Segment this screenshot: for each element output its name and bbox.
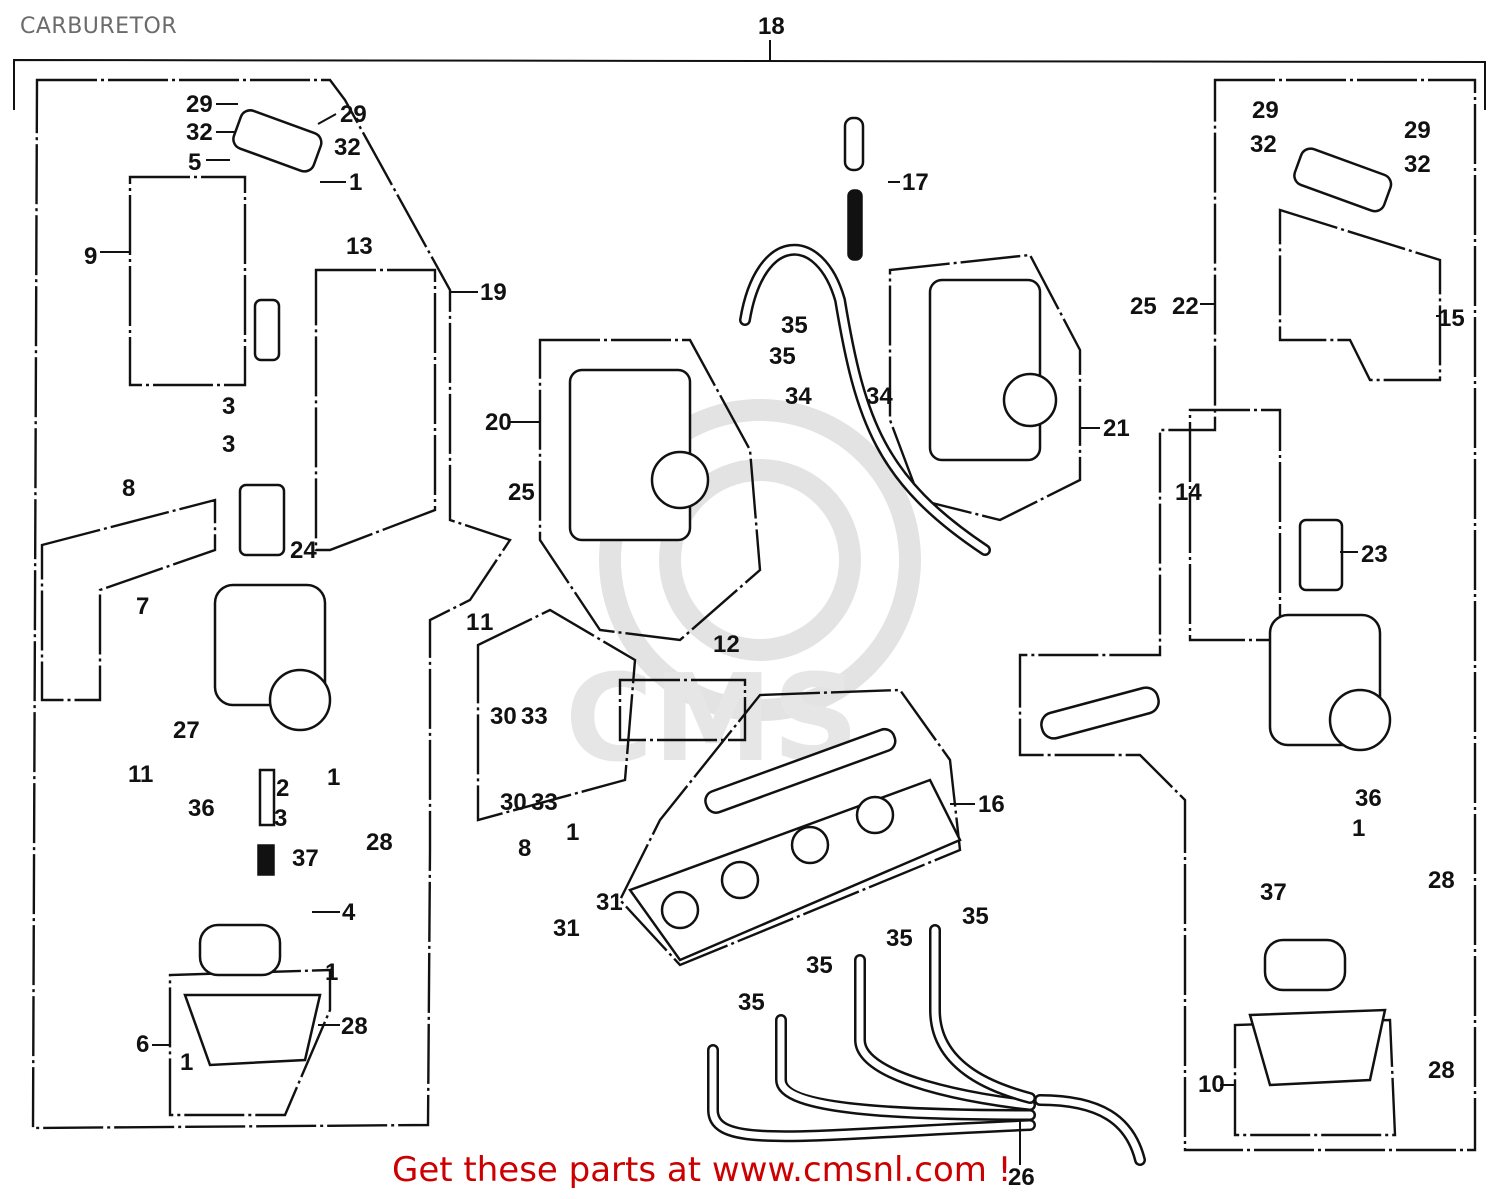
callout-label: 22 — [1172, 293, 1199, 320]
footer-promo-link[interactable]: Get these parts at www.cmsnl.com ! — [392, 1150, 1012, 1190]
center-right-carb-body-part — [928, 278, 1042, 462]
callout-label: 29 — [1404, 117, 1431, 144]
leader-lines — [100, 103, 1440, 1086]
center-group — [476, 116, 1082, 967]
callout-label: 1 — [566, 819, 579, 846]
callout-label: 34 — [866, 383, 893, 410]
callout-label: 12 — [713, 631, 740, 658]
page-title: CARBURETOR — [20, 14, 178, 39]
callout-label: 20 — [485, 409, 512, 436]
throttle-shaft-part — [704, 727, 897, 814]
callout-label: 35 — [781, 312, 808, 339]
callout-label: 32 — [334, 134, 361, 161]
return-spring-part — [847, 189, 863, 261]
right-float-bowl-part — [1248, 1008, 1387, 1087]
callout-label: 27 — [173, 717, 200, 744]
callout-label: 31 — [553, 915, 580, 942]
callout-label: 8 — [518, 835, 531, 862]
callout-label: 31 — [596, 889, 623, 916]
callout-label: 35 — [738, 989, 765, 1016]
callout-label: 18 — [758, 13, 785, 40]
callout-label: 13 — [346, 233, 373, 260]
callout-label: 1 — [325, 959, 338, 986]
callout-label: 29 — [340, 101, 367, 128]
callout-label: 15 — [1438, 305, 1465, 332]
piston-part — [238, 483, 286, 557]
callout-label: 8 — [122, 475, 135, 502]
callout-labels: 18 29 32 5 29 32 1 9 13 19 3 3 8 24 7 1 … — [84, 13, 1465, 1191]
center-right-carb-intake-part — [1002, 372, 1058, 428]
jet-part — [257, 844, 275, 876]
callout-label: 36 — [188, 795, 215, 822]
callout-label: 32 — [1250, 131, 1277, 158]
callout-label: 25 — [1130, 293, 1157, 320]
callout-label: 36 — [1355, 785, 1382, 812]
callout-label: 1 — [327, 764, 340, 791]
callout-label: 28 — [341, 1013, 368, 1040]
callout-label: 37 — [292, 845, 319, 872]
callout-label: 7 — [136, 593, 149, 620]
callout-label: 16 — [978, 791, 1005, 818]
callout-label: 29 — [186, 91, 213, 118]
vent-tubes-group — [707, 924, 1146, 1166]
callout-label: 21 — [1103, 415, 1130, 442]
callout-label: 17 — [902, 169, 929, 196]
callout-label: 34 — [785, 383, 812, 410]
right-top-cover-part — [1293, 147, 1393, 213]
left-carburetor-group — [31, 78, 512, 1130]
callout-label: 2 — [276, 775, 289, 802]
callout-label: 35 — [962, 903, 989, 930]
right-carburetor-group — [1018, 78, 1477, 1152]
assembly-bracket-18 — [13, 40, 1486, 110]
callout-label: 28 — [1428, 867, 1455, 894]
spring-cap-part — [843, 116, 865, 172]
callout-label: 28 — [366, 829, 393, 856]
callout-label: 9 — [84, 243, 97, 270]
center-carb-intake-part — [650, 450, 710, 510]
callout-label: 35 — [769, 343, 796, 370]
callout-label: 14 — [1175, 479, 1202, 506]
callout-label: 1 — [349, 169, 362, 196]
callout-label: 6 — [136, 1031, 149, 1058]
needle-jet-part — [258, 768, 276, 827]
callout-label: 1 — [480, 609, 493, 636]
callout-label: 3 — [222, 393, 235, 420]
top-cover-part — [232, 109, 323, 173]
callout-label: 24 — [290, 537, 317, 564]
callout-label: 35 — [886, 925, 913, 952]
slide-part — [253, 298, 281, 362]
callout-label: 4 — [342, 899, 356, 926]
callout-label: 33 — [531, 789, 558, 816]
right-carb-intake-part — [1328, 688, 1392, 752]
callout-label: 1 — [466, 609, 479, 636]
callout-label: 32 — [1404, 151, 1431, 178]
callout-label: 32 — [186, 119, 213, 146]
right-float-part — [1263, 938, 1347, 992]
float-part — [198, 923, 282, 977]
right-choke-lever-part — [1040, 686, 1160, 740]
callout-label: 28 — [1428, 1057, 1455, 1084]
callout-label: 37 — [1260, 879, 1287, 906]
callout-label: 35 — [806, 952, 833, 979]
callout-label: 30 — [490, 703, 517, 730]
callout-label: 3 — [274, 805, 287, 832]
callout-label: 33 — [521, 703, 548, 730]
callout-label: 19 — [480, 279, 507, 306]
float-bowl-part — [183, 993, 322, 1067]
carb-intake-part — [268, 668, 332, 732]
callout-label: 26 — [1008, 1164, 1035, 1191]
callout-label: 11 — [128, 761, 153, 788]
callout-label: 23 — [1361, 541, 1388, 568]
callout-label: 5 — [188, 149, 201, 176]
callout-label: 3 — [222, 431, 235, 458]
callout-label: 25 — [508, 479, 535, 506]
right-piston-part — [1298, 518, 1344, 592]
callout-label: 1 — [1352, 815, 1365, 842]
callout-label: 1 — [180, 1049, 193, 1076]
callout-label: 29 — [1252, 97, 1279, 124]
callout-label: 30 — [500, 789, 527, 816]
